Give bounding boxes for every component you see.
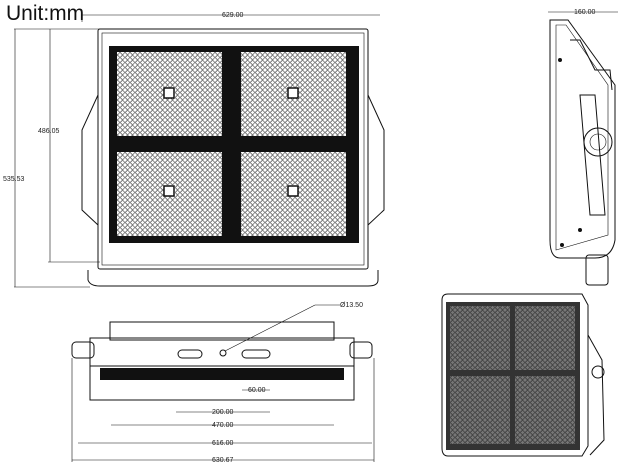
led-module-top-left [117,52,222,136]
dim-overall-width: 630.67 [212,457,234,464]
dim-bracket-holes: 200.00 [212,409,234,416]
dim-hole: Ø13.50 [340,302,363,309]
mounting-hole [219,349,227,357]
dim-inner-height: 486.05 [38,128,60,135]
led-module-top-right [241,52,346,136]
side-view: 160.00 [548,9,618,286]
dim-width: 629.00 [222,12,244,19]
dim-body-width: 616.00 [212,440,234,447]
bracket [87,270,379,287]
perspective-view [441,293,605,457]
dim-mount-span: 470.00 [212,422,234,429]
dim-total-height: 535.53 [3,176,25,183]
housing-outline [97,28,369,270]
dim-slot: 60.00 [248,387,266,394]
dim-depth: 160.00 [574,9,596,16]
front-view: 629.00 535.53 486.05 [3,12,385,288]
led-module-bottom-left [117,152,222,236]
bottom-view: Ø13.50 60.00 200.00 470.00 616.00 630.67 [71,302,375,464]
unit-label: Unit:mm [6,2,85,25]
led-module-bottom-right [241,152,346,236]
